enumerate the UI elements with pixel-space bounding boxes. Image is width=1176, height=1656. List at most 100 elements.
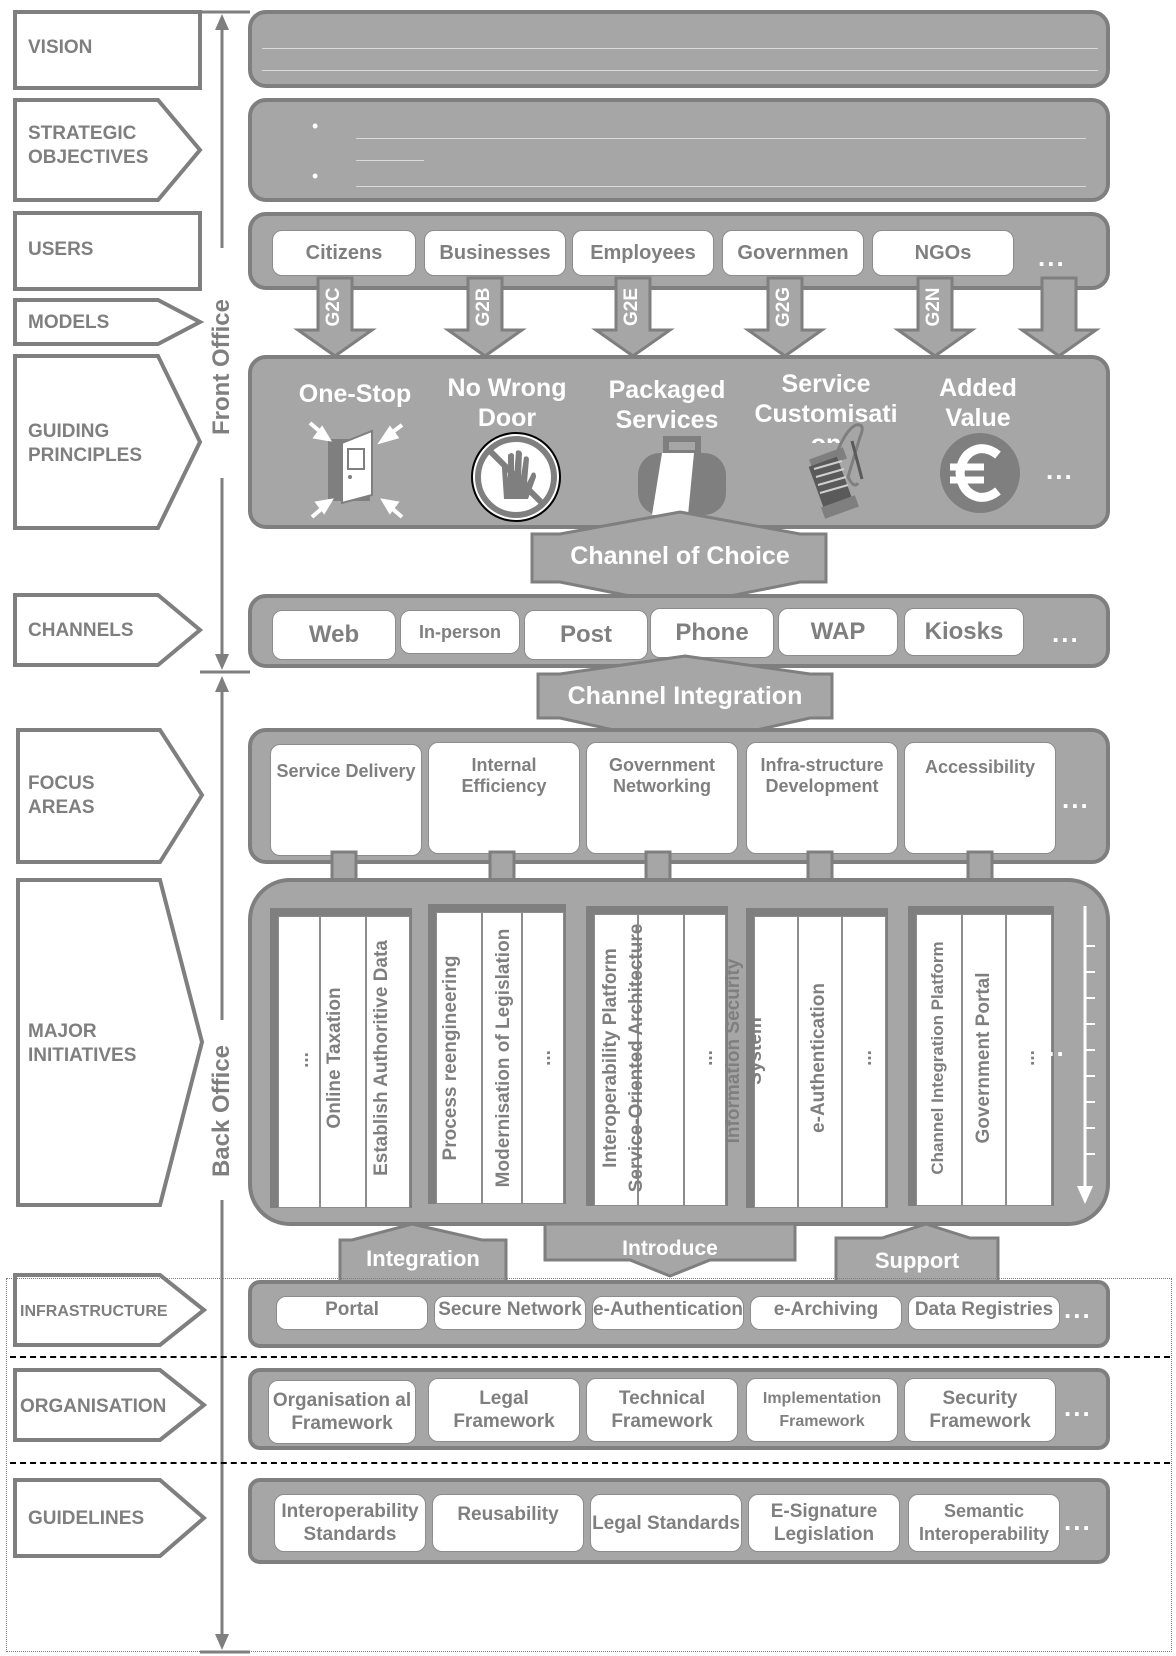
label-models: MODELS [28, 312, 110, 333]
label-guiding-principles: GUIDING PRINCIPLES [28, 421, 143, 466]
user-citizens: Citizens [272, 230, 416, 276]
timeline-label: Timeline [1121, 939, 1136, 993]
guideline-interoperability-standards: Interoperability Standards [274, 1494, 426, 1552]
focus-government-networking: Government Networking [586, 742, 738, 854]
users-more: ... [1038, 242, 1066, 272]
user-government: Governmen [722, 230, 864, 276]
arrow-more [1017, 276, 1101, 358]
principle-added-value: Added Value [939, 374, 1017, 432]
users-panel: Citizens Businesses Employees Governmen … [248, 212, 1110, 290]
guideline-legal-standards: Legal Standards [590, 1494, 742, 1552]
initiative-group-4 [746, 908, 888, 1208]
channel-post: Post [524, 610, 648, 660]
infra-e-authentication: e-Authentication [592, 1296, 744, 1330]
user-ngos: NGOs [872, 230, 1014, 276]
org-organisational-framework: Organisation al Framework [268, 1380, 416, 1444]
office-axis [200, 10, 250, 1654]
initiative-group-1 [270, 908, 412, 1208]
model-g2e: G2E [621, 287, 642, 327]
separator-1 [10, 1356, 1170, 1358]
infra-secure-network: Secure Network [434, 1296, 586, 1330]
focus-accessibility: Accessibility [904, 742, 1056, 854]
initiative-online-taxation: Online Taxation [324, 987, 345, 1129]
initiative-group-3 [586, 906, 728, 1206]
focus-service-delivery: Service Delivery [270, 744, 422, 856]
strategic-objectives-shape [13, 98, 203, 202]
initiative-g2-more: ... [534, 1050, 555, 1066]
focus-internal-efficiency: Internal Efficiency [428, 742, 580, 854]
channel-web: Web [272, 610, 396, 660]
channels-more: ... [1052, 618, 1080, 648]
label-channels: CHANNELS [28, 620, 134, 641]
infra-portal: Portal [276, 1296, 428, 1330]
strategic-objectives-panel: • • [248, 98, 1110, 202]
initiative-information-security-system: Information Security System [723, 958, 766, 1144]
vision-line-1 [262, 48, 1098, 49]
initiative-process-reengineering: Process reengineering [440, 955, 461, 1161]
guidelines-shape [13, 1478, 208, 1558]
model-g2n: G2N [923, 287, 944, 327]
door-icon [308, 421, 404, 519]
infra-more: ... [1064, 1294, 1092, 1324]
initiative-government-portal: Government Portal [973, 972, 994, 1144]
initiative-service-oriented-architecture: Service-Oriented Architecture [626, 923, 647, 1193]
label-vision: VISION [28, 37, 93, 58]
channel-kiosks: Kiosks [904, 608, 1024, 656]
guideline-reusability: Reusability [432, 1494, 584, 1552]
initiative-channel-integration-platform: Channel Integration Platform [928, 941, 947, 1175]
label-focus-areas: FOCUS AREAS [28, 773, 95, 818]
org-security-framework: Security Framework [904, 1378, 1056, 1442]
infra-data-registries: Data Registries [908, 1296, 1060, 1330]
major-initiatives-shape [16, 878, 205, 1207]
org-technical-framework: Technical Framework [586, 1378, 738, 1442]
organisation-shape [13, 1368, 208, 1442]
layer-shapes [13, 10, 208, 1558]
introduce-label: Introduce [622, 1237, 718, 1260]
initiatives-more: ... [1038, 1032, 1066, 1062]
major-initiatives-panel: ... [248, 878, 1110, 1226]
no-entry-hand-icon [471, 432, 561, 522]
initiative-g1-more: ... [292, 1052, 313, 1068]
principle-packaged-services: Packaged Services [608, 376, 726, 434]
label-major-initiatives: MAJOR INITIATIVES [28, 1021, 137, 1066]
channel-in-person: In-person [400, 610, 520, 654]
initiative-interoperability-platform: Interoperability Platform [600, 948, 621, 1168]
label-organisation: ORGANISATION [20, 1396, 167, 1417]
label-infrastructure: INFRASTRUCTURE [20, 1303, 168, 1320]
guidelines-panel: Interoperability Standards Reusability L… [248, 1478, 1110, 1564]
principle-no-wrong-door: No Wrong Door [447, 374, 567, 432]
initiative-modernisation-of-legislation: Modernisation of Legislation [493, 928, 514, 1188]
initiative-group-5 [908, 906, 1054, 1206]
infrastructure-shape [13, 1273, 208, 1347]
principles-more: ... [1046, 455, 1074, 485]
front-office-label: Front Office [208, 299, 235, 435]
introduce-arrow [543, 1222, 797, 1278]
separator-2 [10, 1462, 1170, 1464]
guideline-semantic-interoperability: Semantic Interoperability [908, 1494, 1060, 1552]
users-shape [13, 211, 202, 291]
principle-one-stop: One-Stop [298, 380, 412, 408]
thread-spool-icon [808, 423, 864, 519]
organisation-more: ... [1064, 1392, 1092, 1422]
briefcase-icon [638, 436, 726, 515]
arrow-g2b [443, 276, 527, 358]
initiative-g5-more: ... [1018, 1050, 1039, 1066]
channel-phone: Phone [650, 608, 774, 658]
org-implementation-framework: Implementation Framework [746, 1378, 898, 1442]
guideline-e-signature-legislation: E-Signature Legislation [748, 1494, 900, 1552]
vision-panel [248, 10, 1110, 88]
back-office-label: Back Office [208, 1044, 235, 1178]
label-users: USERS [28, 239, 94, 260]
organisation-panel: Organisation al Framework Legal Framewor… [248, 1368, 1110, 1450]
user-employees: Employees [572, 230, 714, 276]
objective-bullet-1: • [312, 116, 319, 136]
initiative-e-authentication: e-Authentication [808, 983, 829, 1133]
infrastructure-arrows [338, 1222, 1000, 1288]
infrastructure-panel: Portal Secure Network e-Authentication e… [248, 1280, 1110, 1348]
objective-line-3 [356, 186, 1086, 187]
org-legal-framework: Legal Framework [428, 1378, 580, 1442]
objective-bullet-2: • [312, 166, 319, 186]
initiative-establish-authoritive-data: Establish Authoritive Data [371, 940, 392, 1176]
focus-areas-panel: Service Delivery Internal Efficiency Gov… [248, 728, 1110, 864]
arrow-g2c [293, 276, 377, 358]
